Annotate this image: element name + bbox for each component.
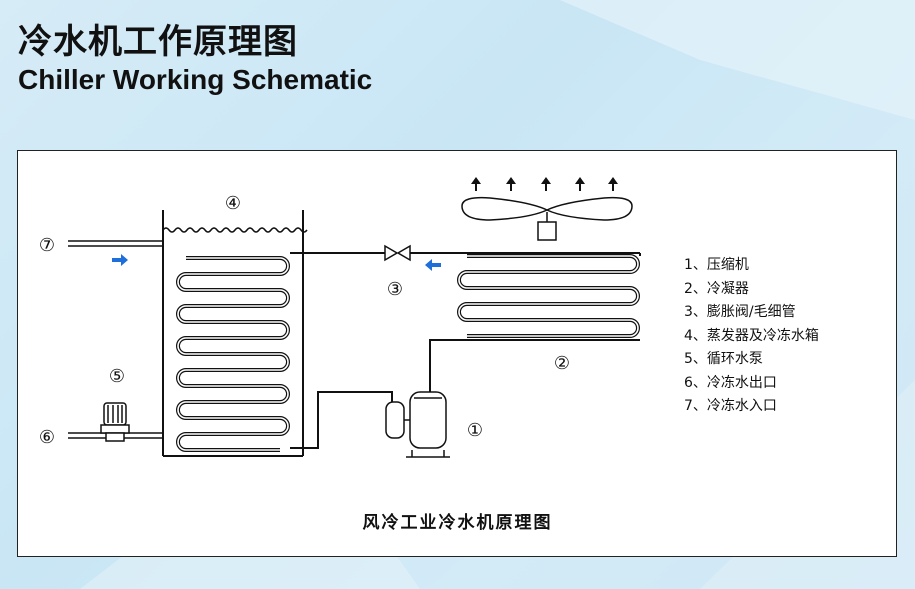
condenser-coil bbox=[457, 254, 640, 338]
compressor-icon bbox=[385, 391, 450, 458]
diagram-caption: 风冷工业冷水机原理图 bbox=[362, 513, 553, 533]
page-subtitle: Chiller Working Schematic bbox=[18, 64, 373, 95]
legend-item: 6、冷冻水出口 bbox=[684, 374, 777, 391]
pump-icon bbox=[100, 402, 130, 442]
legend-item: 4、蒸发器及冷冻水箱 bbox=[684, 327, 819, 344]
up-arrow-icon bbox=[506, 177, 516, 191]
legend-item: 1、压缩机 bbox=[684, 257, 749, 273]
up-arrow-icon bbox=[541, 177, 551, 191]
callout-evaporator: ④ bbox=[225, 193, 241, 213]
component-legend: 1、压缩机 2、冷凝器 3、膨胀阀/毛细管 4、蒸发器及冷冻水箱 5、循环水泵 … bbox=[684, 254, 819, 419]
airflow-arrows bbox=[471, 177, 618, 191]
callout-condenser: ② bbox=[554, 353, 570, 373]
callout-water-inlet: ⑦ bbox=[39, 235, 55, 255]
up-arrow-icon bbox=[608, 177, 618, 191]
legend-item: 2、冷凝器 bbox=[684, 280, 749, 297]
legend-item: 5、循环水泵 bbox=[684, 351, 763, 367]
flow-arrow-icon bbox=[425, 259, 441, 271]
flow-arrow-icon bbox=[112, 254, 128, 266]
up-arrow-icon bbox=[575, 177, 585, 191]
callout-pump: ⑤ bbox=[109, 366, 125, 386]
callout-expansion-valve: ③ bbox=[387, 279, 403, 299]
valve-icon bbox=[384, 244, 411, 262]
callout-water-outlet: ⑥ bbox=[39, 427, 55, 447]
refrigerant-piping bbox=[290, 252, 641, 449]
legend-item: 7、冷冻水入口 bbox=[684, 398, 777, 414]
fan-icon bbox=[461, 196, 633, 241]
up-arrow-icon bbox=[471, 177, 481, 191]
legend-item: 3、膨胀阀/毛细管 bbox=[684, 304, 796, 320]
evaporator-tank bbox=[162, 210, 308, 457]
callout-compressor: ① bbox=[467, 420, 483, 440]
page-title: 冷水机工作原理图 bbox=[18, 22, 298, 62]
